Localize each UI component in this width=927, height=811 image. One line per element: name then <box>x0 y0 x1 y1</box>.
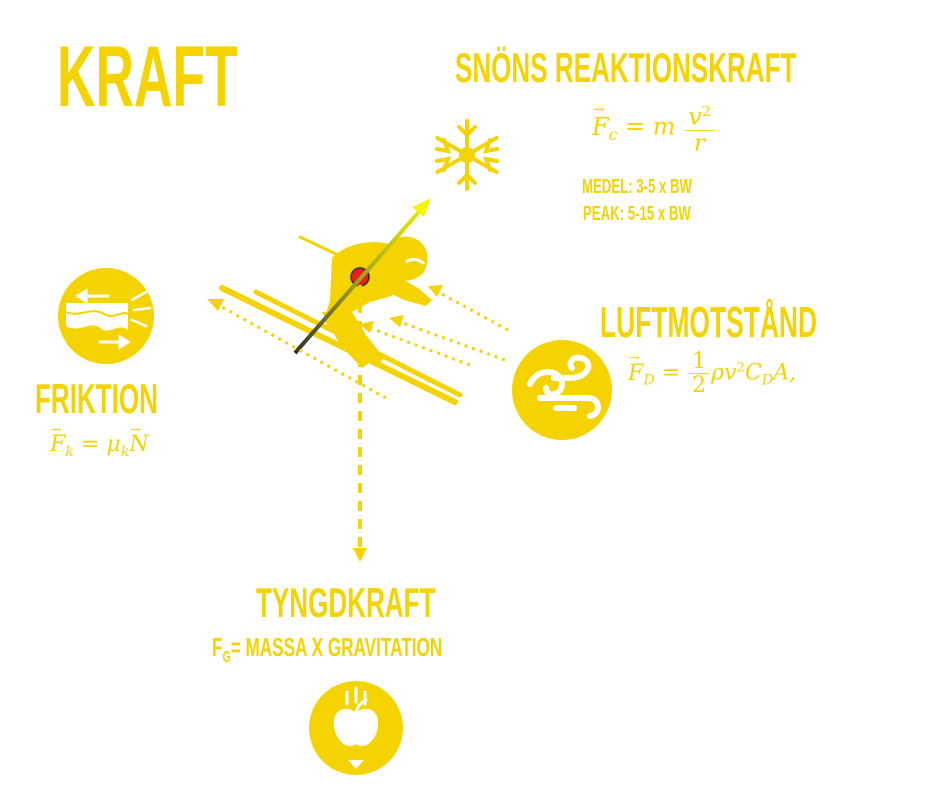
reaction-force-formula: Fc = m v2 r <box>592 100 716 156</box>
formula-area: A, <box>773 360 797 386</box>
reaction-force-title: SNÖNS REAKTIONSKRAFT <box>455 44 797 91</box>
formula-fraction: 1 2 <box>689 350 710 399</box>
skier-rear-leg <box>322 312 370 368</box>
formula-subscript: c <box>608 125 618 144</box>
formula-density-velocity: ρv <box>711 360 737 386</box>
gravity-formula-subscript: G <box>222 649 231 666</box>
formula-fraction: v2 r <box>685 100 714 156</box>
page-title: KRAFT <box>57 29 238 125</box>
formula-equals: = <box>625 112 646 141</box>
reaction-average-text: MEDEL: 3-5 x BW <box>582 176 693 198</box>
formula-symbol: F <box>628 360 644 386</box>
reaction-peak-text: PEAK: 5-15 x BW <box>583 203 691 225</box>
formula-numerator: v2 <box>685 100 714 131</box>
formula-subscript: k <box>65 444 74 460</box>
reaction-force-arrow <box>293 198 431 355</box>
skier-helmet <box>384 236 428 281</box>
formula-normal-force: N <box>129 432 149 457</box>
formula-denominator: r <box>693 128 706 157</box>
air-resistance-formula: FD = 1 2 ρv2CDA, <box>628 350 796 397</box>
gravity-arrow <box>353 285 367 562</box>
formula-equals: = <box>80 432 100 457</box>
formula-exponent: 2 <box>736 360 745 376</box>
falling-apple-icon <box>309 681 403 775</box>
formula-numerator: 1 <box>689 350 710 375</box>
formula-equals: = <box>661 360 681 386</box>
formula-symbol: F <box>50 432 66 457</box>
formula-symbol: F <box>592 112 609 141</box>
air-resistance-arrows <box>359 285 509 367</box>
formula-mass: m <box>652 112 676 141</box>
friction-icon <box>58 268 154 364</box>
friction-formula: Fk = μkN <box>50 422 149 460</box>
ski-left <box>219 285 458 405</box>
formula-subscript: D <box>761 372 774 389</box>
gravity-formula-symbol: F <box>212 632 223 662</box>
gravity-formula-text: = MASSA X GRAVITATION <box>230 632 443 662</box>
formula-coefficient: C <box>744 360 762 386</box>
snowflake-icon <box>435 119 499 191</box>
formula-subscript: D <box>643 372 655 389</box>
skier-goggles <box>405 258 426 266</box>
gravity-title: TYNGDKRAFT <box>256 579 436 626</box>
formula-mu: μ <box>106 432 121 457</box>
skier-silhouette <box>219 235 463 405</box>
formula-subscript: k <box>120 444 130 460</box>
gravity-formula: FG= MASSA X GRAVITATION <box>212 632 442 673</box>
wind-icon <box>512 340 612 440</box>
formula-denominator: 2 <box>692 373 707 399</box>
friction-title: FRIKTION <box>35 375 158 422</box>
friction-arrow <box>207 299 387 400</box>
air-resistance-title: LUFTMOTSTÅND <box>600 298 818 347</box>
